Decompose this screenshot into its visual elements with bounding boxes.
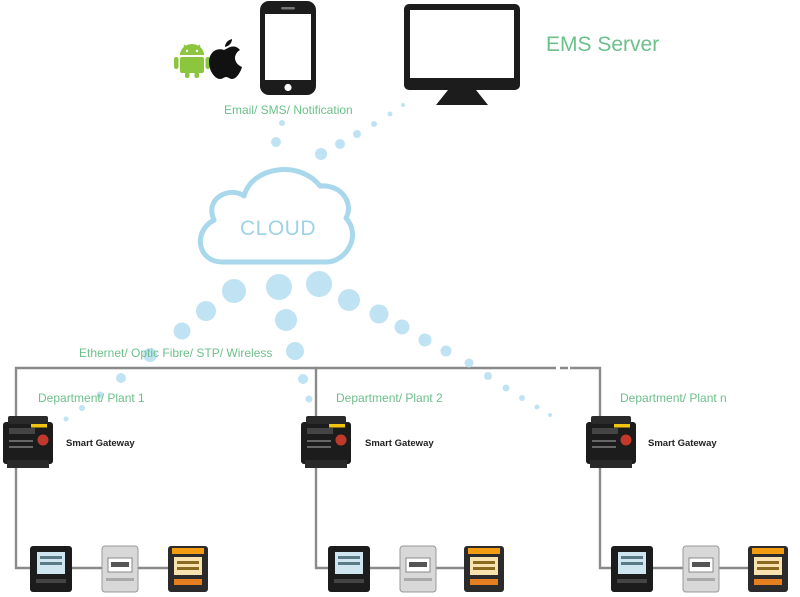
network-label: Ethernet/ Optic Fibre/ STP/ Wireless [79,346,273,360]
cloud-icon [197,167,355,265]
ems-server-label: EMS Server [546,33,660,56]
meter-group-n [611,545,788,593]
smart-gateway-icon [586,416,636,468]
energy-meter-icon [168,546,208,592]
smart-gateway-icon [301,416,351,468]
apple-icon [209,39,242,79]
network-lines [14,366,748,570]
department-label-n: Department/ Plant n [620,391,727,405]
department-label-1: Department/ Plant 1 [38,391,145,405]
energy-meter-icon [748,546,788,592]
cloud-label: CLOUD [240,217,317,240]
energy-meter-icon [101,545,139,593]
energy-meter-icon [30,546,72,592]
energy-meter-icon [682,545,720,593]
gateway-label-1: Smart Gateway [66,438,135,449]
meter-group-1 [30,545,208,593]
department-label-2: Department/ Plant 2 [336,391,443,405]
energy-meter-icon [328,546,370,592]
notification-label: Email/ SMS/ Notification [224,103,353,117]
gateway-label-2: Smart Gateway [365,438,434,449]
gateway-label-n: Smart Gateway [648,438,717,449]
energy-meter-icon [399,545,437,593]
smartphone-icon [260,1,316,95]
android-icon [174,44,210,78]
meter-group-2 [328,545,504,593]
connection-dots [63,103,552,422]
energy-meter-icon [611,546,653,592]
energy-meter-icon [464,546,504,592]
monitor-icon [404,4,520,105]
smart-gateway-icon [3,416,53,468]
